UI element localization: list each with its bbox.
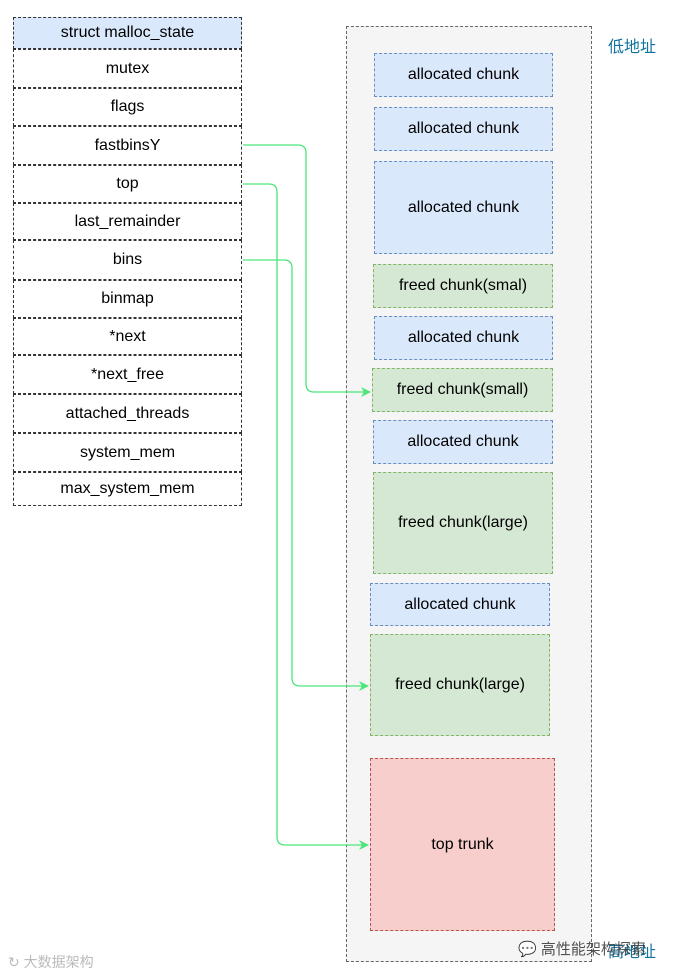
struct-field-system-mem: system_mem: [13, 433, 242, 472]
struct-field-binmap: binmap: [13, 280, 242, 318]
struct-field-next-free: *next_free: [13, 355, 242, 394]
low-address-label: 低地址: [608, 39, 657, 56]
heap-chunk-allocated: allocated chunk: [374, 316, 553, 360]
heap-chunk-freed-small: freed chunk(small): [372, 368, 553, 412]
watermark-left-text: 大数据架构: [23, 954, 94, 970]
struct-field-mutex: mutex: [13, 49, 242, 88]
struct-field-last-remainder: last_remainder: [13, 203, 242, 240]
heap-chunk-allocated: allocated chunk: [374, 161, 553, 254]
heap-chunk-freed-large: freed chunk(large): [373, 472, 553, 574]
high-address-label: 高地址: [608, 944, 657, 961]
struct-field-flags: flags: [13, 88, 242, 126]
heap-chunk-allocated: allocated chunk: [374, 53, 553, 97]
watermark-left-icon: ↻: [8, 954, 20, 970]
arrow-bins-to-freed-large: [243, 259, 369, 691]
heap-chunk-freed-large-target: freed chunk(large): [370, 634, 550, 736]
heap-chunk-top: top trunk: [370, 758, 555, 931]
struct-header: struct malloc_state: [13, 17, 242, 49]
heap-chunk-freed: freed chunk(smal): [373, 264, 553, 308]
struct-field-fastbinsy: fastbinsY: [13, 126, 242, 165]
watermark-text: 高性能架构探索: [540, 941, 646, 958]
heap-chunk-allocated: allocated chunk: [370, 583, 550, 626]
struct-field-attached-threads: attached_threads: [13, 394, 242, 433]
watermark-left: ↻ 大数据架构: [8, 952, 94, 972]
arrow-top-to-top-trunk: [243, 183, 369, 850]
struct-field-top: top: [13, 165, 242, 203]
struct-field-next: *next: [13, 318, 242, 355]
struct-field-max-system-mem: max_system_mem: [13, 472, 242, 506]
struct-field-bins: bins: [13, 240, 242, 280]
arrow-fastbinsy-to-freed-small: [243, 144, 371, 397]
heap-chunk-allocated: allocated chunk: [374, 107, 553, 151]
watermark-wechat: 💬 高性能架构探索: [518, 938, 646, 959]
wechat-icon: 💬: [518, 941, 537, 958]
heap-chunk-allocated: allocated chunk: [373, 420, 553, 464]
